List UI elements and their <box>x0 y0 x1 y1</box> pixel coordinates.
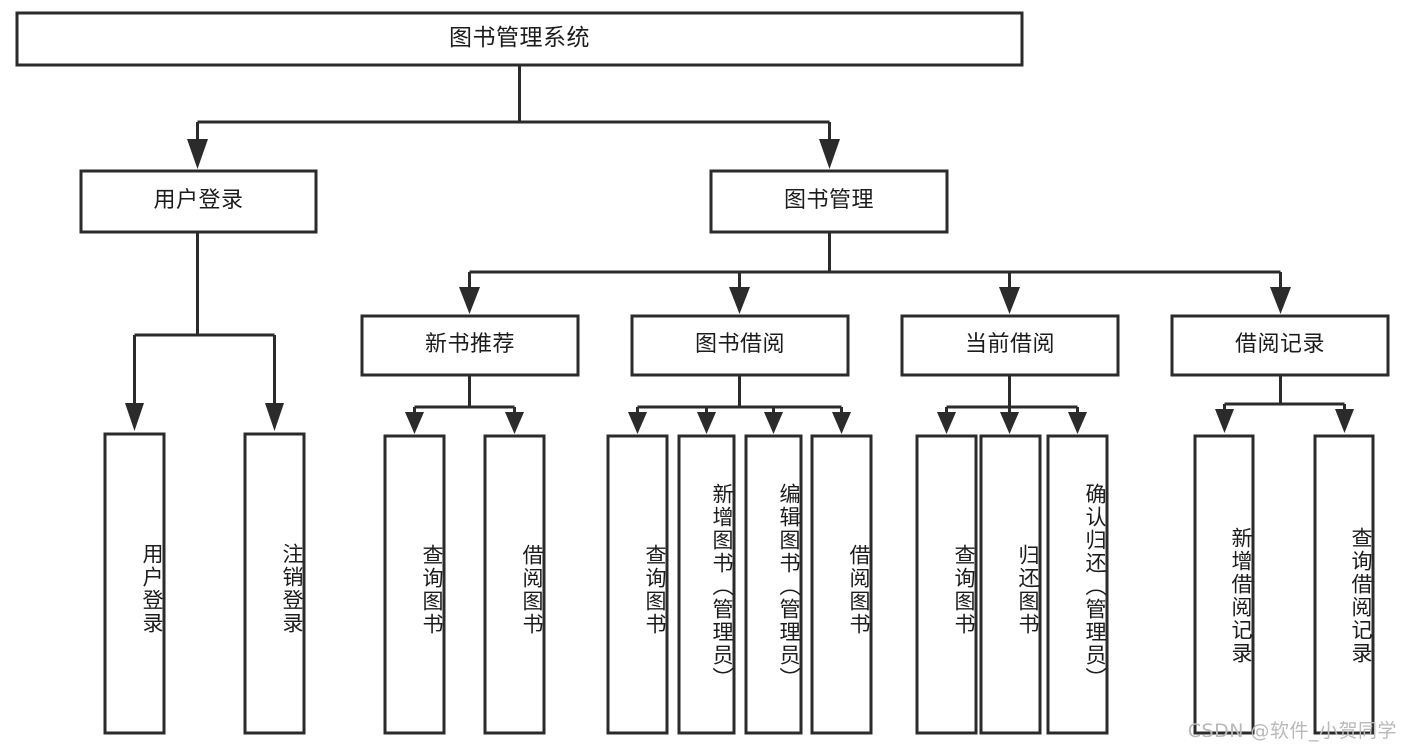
node-box-book-management[interactable] <box>709 169 949 234</box>
node-box-leaf-nb-borrow-book[interactable] <box>483 434 546 735</box>
node-box-leaf-bb-edit-book[interactable] <box>744 434 803 735</box>
node-box-leaf-logout[interactable] <box>243 432 306 735</box>
watermark: CSDN @软件_小贺同学 <box>1187 720 1397 742</box>
node-box-user-login[interactable] <box>79 169 318 234</box>
arrowhead-leaf-logout <box>265 403 284 431</box>
node-box-root[interactable] <box>15 11 1024 67</box>
arrowhead-borrow-record <box>1270 287 1291 314</box>
node-box-book-borrow[interactable] <box>630 314 850 377</box>
arrowhead-cb-leaf-2 <box>1000 412 1019 434</box>
arrowhead-leaf-user-login <box>125 403 144 431</box>
arrowhead-nb-leaf-2 <box>505 412 524 434</box>
node-box-current-borrow[interactable] <box>900 314 1120 377</box>
arrowhead-book-borrow <box>729 287 750 314</box>
node-box-new-book-recommend[interactable] <box>360 314 580 377</box>
arrowhead-nb-leaf-1 <box>405 412 424 434</box>
arrowhead-bb-leaf-3 <box>764 412 783 434</box>
node-box-leaf-bb-borrow-book[interactable] <box>810 434 873 735</box>
node-box-leaf-br-query-record[interactable] <box>1313 434 1375 735</box>
arrowhead-new-book <box>459 287 480 314</box>
node-box-leaf-nb-query-book[interactable] <box>383 434 446 735</box>
arrowhead-br-leaf-1 <box>1215 409 1234 433</box>
arrowhead-book-mgmt <box>819 139 840 169</box>
node-box-leaf-br-add-record[interactable] <box>1193 434 1255 735</box>
node-box-leaf-cb-query-book[interactable] <box>915 434 978 735</box>
arrowhead-cb-leaf-3 <box>1068 412 1087 434</box>
arrowhead-bb-leaf-4 <box>832 412 851 434</box>
arrowhead-bb-leaf-1 <box>628 412 647 434</box>
arrowhead-cb-leaf-1 <box>937 412 956 434</box>
arrowhead-br-leaf-2 <box>1335 409 1354 433</box>
node-box-leaf-cb-return-book[interactable] <box>979 434 1042 735</box>
node-box-borrow-record[interactable] <box>1170 314 1390 377</box>
node-box-leaf-bb-add-book[interactable] <box>677 434 736 735</box>
node-box-leaf-bb-query-book[interactable] <box>606 434 669 735</box>
arrowhead-bb-leaf-2 <box>697 412 716 434</box>
arrowhead-user-login <box>187 139 208 169</box>
node-box-leaf-user-login[interactable] <box>103 432 166 735</box>
node-box-leaf-cb-confirm-return[interactable] <box>1046 434 1109 735</box>
arrowhead-current-borrow <box>999 287 1020 314</box>
